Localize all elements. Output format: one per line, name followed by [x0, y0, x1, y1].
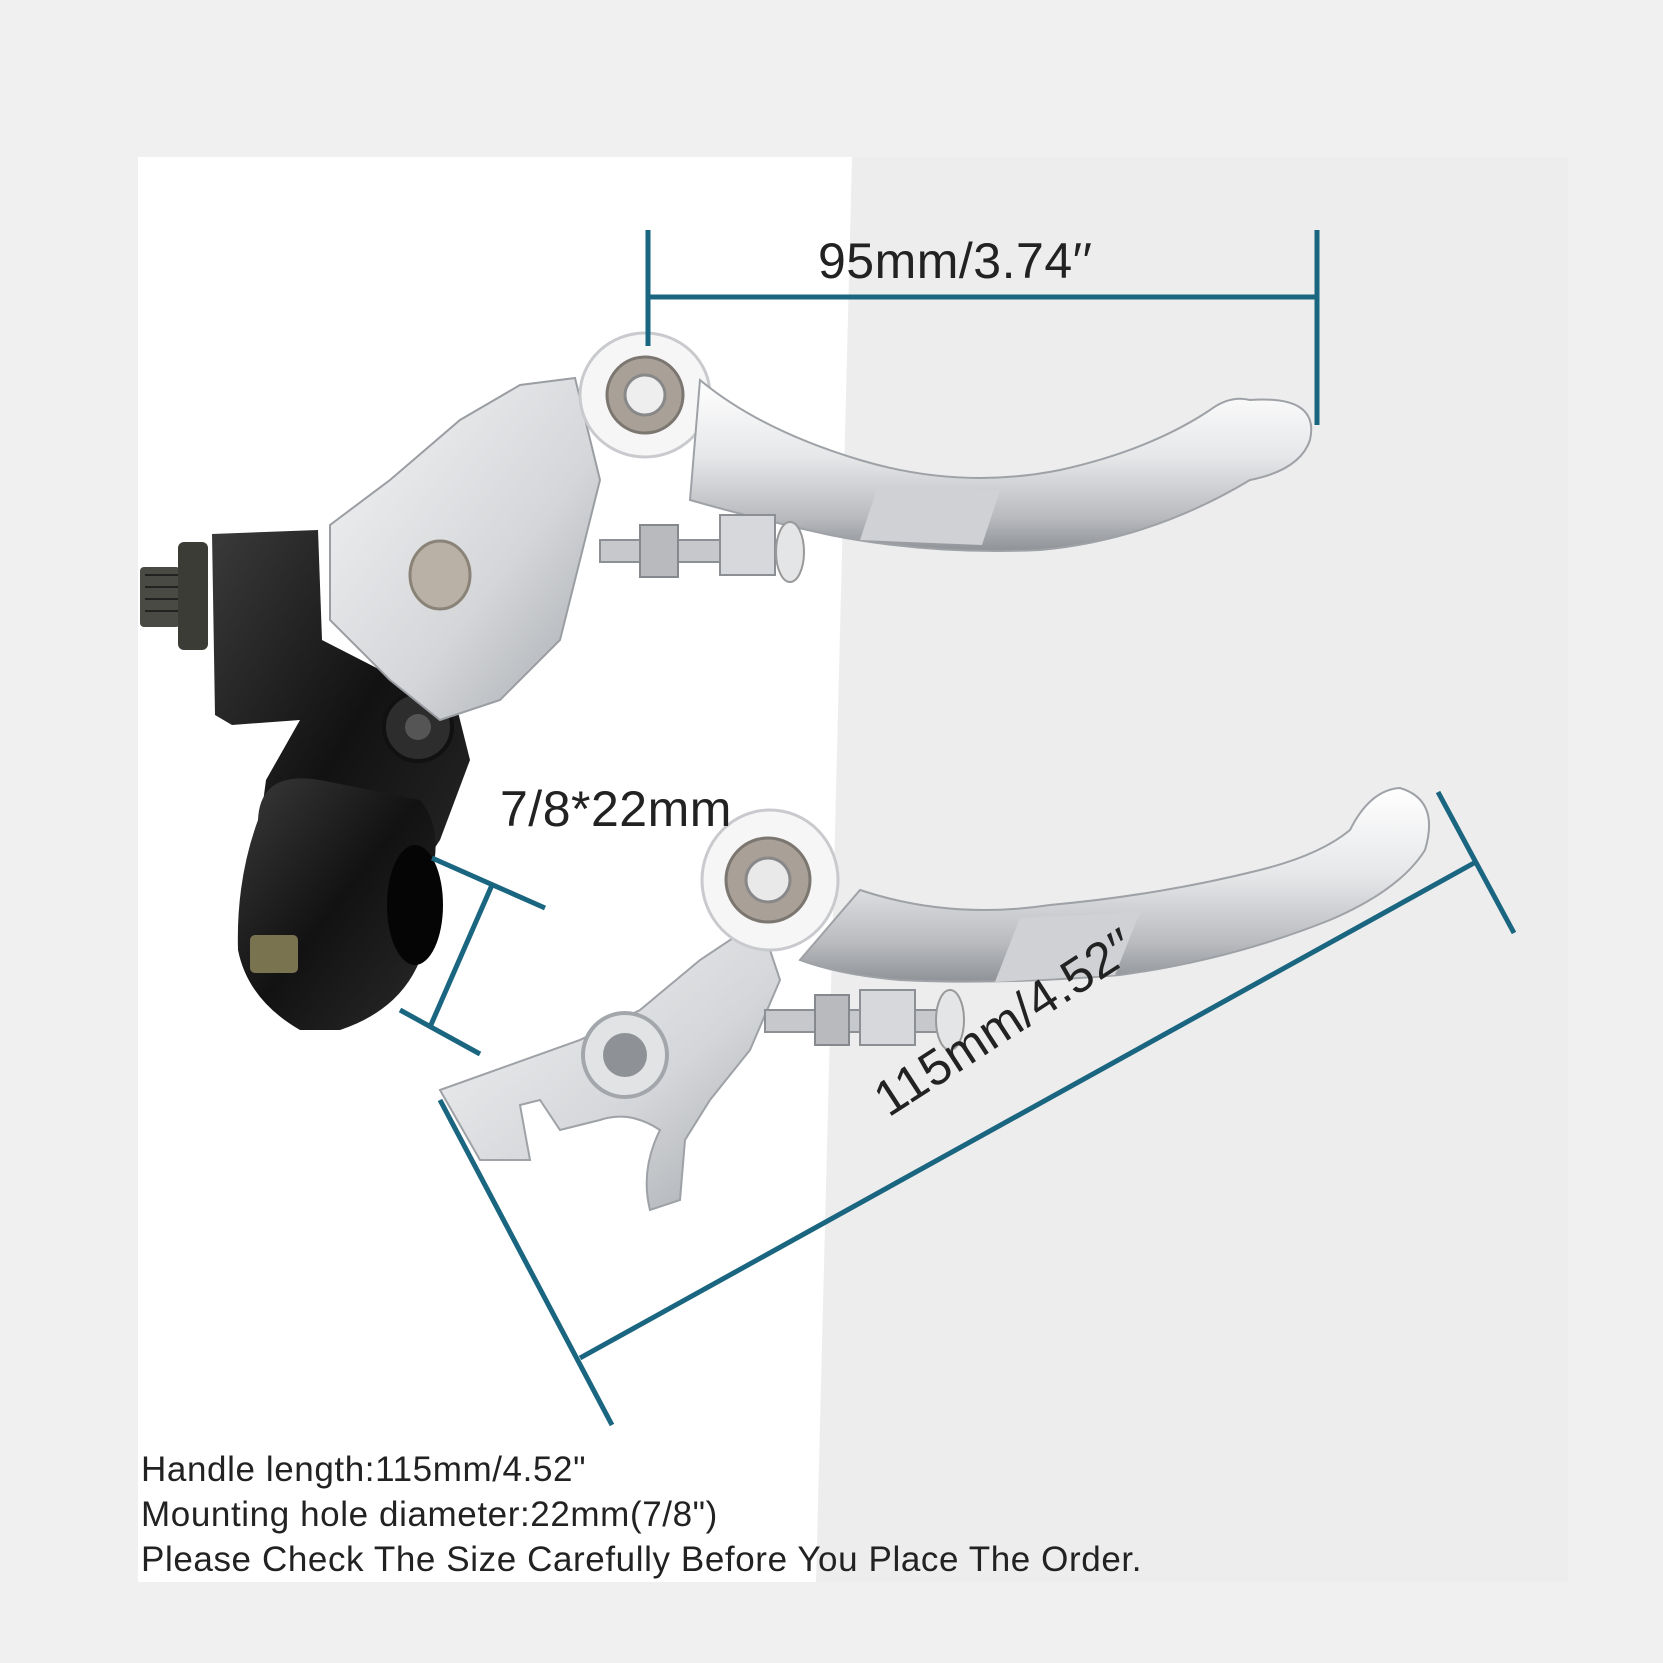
assembled-clutch-lever	[140, 331, 1313, 1030]
folding-lever-body	[329, 376, 602, 722]
clamp-bolt-icon	[250, 935, 298, 973]
dim-22-top-tick	[430, 855, 547, 911]
dim-22-bottom-tick	[398, 1007, 482, 1057]
dim-115-right-tick	[1435, 790, 1517, 935]
bar-clamp-dimension-label: 7/8*22mm	[500, 781, 732, 837]
lever-blade	[688, 378, 1313, 552]
dim-115-line	[578, 860, 1476, 1361]
replacement-folding-lever	[438, 786, 1431, 1212]
lever2-adjust-screw-icon	[764, 1009, 946, 1033]
panel-white-section	[138, 157, 852, 1582]
dim-115-left-tick	[437, 1098, 615, 1427]
lever2-mount-hole-icon	[603, 1033, 647, 1077]
lever-span-dimension-label: 95mm/3.74′′	[818, 233, 1093, 289]
dim-22-line	[427, 883, 495, 1029]
spec-note-check-size: Please Check The Size Carefully Before Y…	[141, 1540, 1143, 1579]
dimension-lines	[398, 230, 1517, 1427]
spec-note-mounting-hole: Mounting hole diameter:22mm(7/8")	[141, 1495, 718, 1534]
spec-notes: Handle length:115mm/4.52" Mounting hole …	[141, 1447, 1142, 1582]
spec-note-handle-length: Handle length:115mm/4.52"	[141, 1450, 587, 1489]
